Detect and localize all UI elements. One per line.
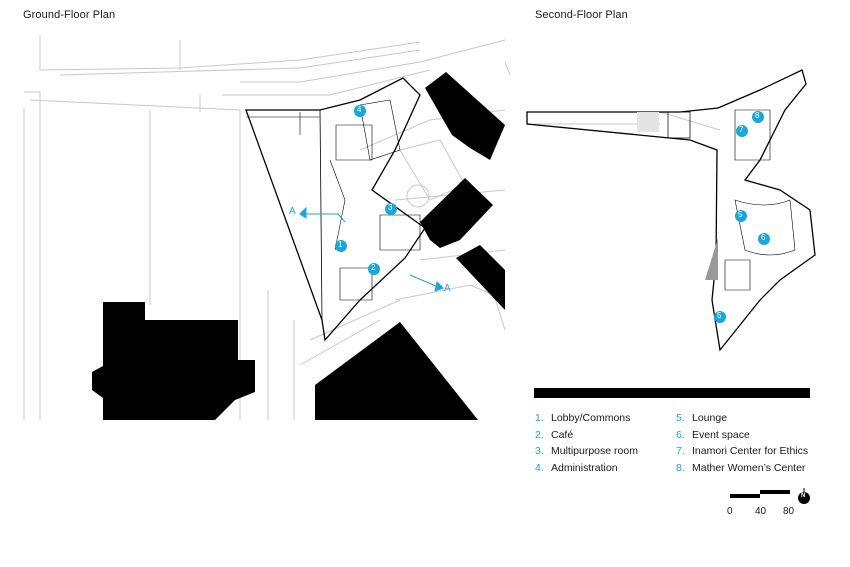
legend-label: Lounge <box>692 412 728 424</box>
legend-number: 5. <box>676 412 685 424</box>
legend-label: Inamori Center for Ethics <box>692 445 809 458</box>
legend-item: 2. Café <box>535 427 638 444</box>
legend-number: 7. <box>676 445 685 458</box>
north-arrow-icon <box>798 488 810 504</box>
legend-number: 1. <box>535 412 544 424</box>
second-context-lines <box>504 61 721 140</box>
scale-label-80: 80 <box>783 506 795 517</box>
legend-label: Café <box>551 428 574 441</box>
legend-label: Administration <box>551 462 618 475</box>
marker-5b: 5 <box>717 311 722 320</box>
section-line-a <box>299 206 444 292</box>
legend-left: 1. Lobby/Commons 2. Café 3. Multipurpose ro… <box>535 410 638 477</box>
marker-2: 2 <box>371 263 376 272</box>
building-east <box>420 178 493 248</box>
legend-number: 6. <box>676 428 685 441</box>
marker-3: 3 <box>388 203 393 212</box>
legend-label: Mather Women’s Center <box>692 462 806 475</box>
marker-8: 8 <box>755 111 760 120</box>
legend-item: 4. Administration <box>535 460 638 477</box>
section-label-upper: A <box>289 206 296 217</box>
legend-item: 7. Inamori Center for Ethics <box>676 443 808 460</box>
legend-item: 8. Mather Women’s Center <box>676 460 808 477</box>
marker-1: 1 <box>338 240 343 249</box>
legend-number: 2. <box>535 428 544 441</box>
second-room-markers <box>714 111 770 323</box>
marker-4: 4 <box>357 105 362 114</box>
ground-room-markers <box>335 105 397 275</box>
ground-buildings <box>92 72 505 420</box>
building-east-small <box>456 245 505 310</box>
legend-label: Event space <box>692 428 750 441</box>
marker-7: 7 <box>739 125 744 134</box>
ground-floor-title: Ground-Floor Plan <box>23 9 116 21</box>
legend-item: 5. Lounge <box>676 410 808 427</box>
building-south <box>315 322 478 420</box>
second-floor-title: Second-Floor Plan <box>535 9 628 21</box>
second-ramp <box>637 112 718 280</box>
legend-number: 4. <box>535 462 544 475</box>
building-southwest <box>92 302 255 420</box>
legend-divider-bar <box>534 388 810 398</box>
legend-label: Multipurpose room <box>551 445 638 458</box>
legend-right: 5. Lounge 6. Event space 7. Inamori Center … <box>676 410 808 477</box>
marker-5a: 5 <box>738 210 743 219</box>
legend-item: 6. Event space <box>676 427 808 444</box>
legend-item: 1. Lobby/Commons <box>535 410 638 427</box>
legend-number: 8. <box>676 462 685 475</box>
ground-main-building <box>245 77 426 342</box>
scale-bar <box>730 490 790 498</box>
legend-number: 3. <box>535 445 544 458</box>
building-north <box>425 72 505 160</box>
section-label-lower: A <box>444 283 451 294</box>
north-label: N <box>801 493 806 499</box>
scale-label-40: 40 <box>755 506 767 517</box>
scale-label-0: 0 <box>727 506 733 517</box>
second-main-building <box>526 69 816 352</box>
legend-label: Lobby/Commons <box>551 412 631 424</box>
legend-item: 3. Multipurpose room <box>535 443 638 460</box>
ground-context-lines <box>23 35 506 420</box>
marker-6: 6 <box>761 233 766 242</box>
